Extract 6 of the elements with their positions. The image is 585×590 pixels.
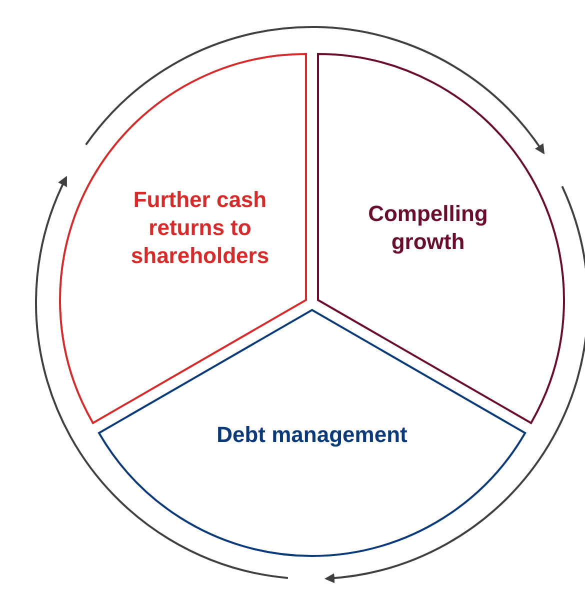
segment-label: Debt management [216, 421, 408, 449]
cycle-arrow [324, 186, 585, 583]
cycle-arrow [85, 26, 545, 154]
segment-label: Further cash returns to shareholders [130, 186, 270, 270]
segment-label: Compelling growth [367, 200, 489, 256]
cycle-arrow [35, 176, 288, 579]
